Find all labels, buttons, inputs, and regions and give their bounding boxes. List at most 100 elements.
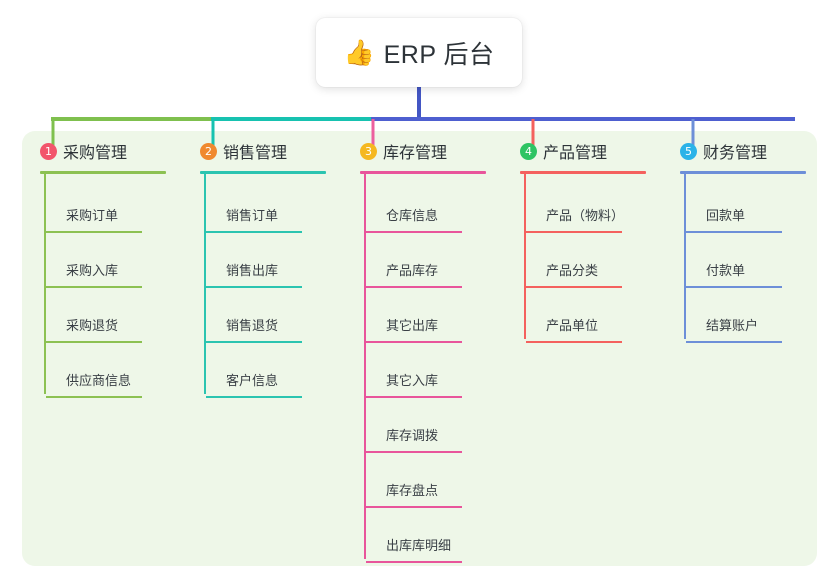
branch-item-label: 供应商信息 <box>66 373 132 388</box>
branch-item-label: 其它入库 <box>386 373 439 388</box>
branch-underline <box>680 171 806 174</box>
branch-item-list: 仓库信息产品库存其它出库其它入库库存调拨库存盘点出库库明细 <box>364 174 502 563</box>
branch-number-badge: 5 <box>680 142 697 160</box>
branch-title: 产品管理 <box>543 145 608 162</box>
root-node-card[interactable]: 👍 ERP 后台 <box>316 18 522 87</box>
branch-spine <box>684 174 686 339</box>
branch-item-underline <box>46 341 142 343</box>
branch-item-label: 产品（物料） <box>546 208 625 223</box>
branch-columns: 1 采购管理采购订单采购入库采购退货供应商信息 2 销售管理销售订单销售出库销售退货客… <box>22 131 817 566</box>
branch-item-underline <box>686 286 782 288</box>
branch-title: 销售管理 <box>223 145 288 162</box>
branch-item-label: 产品分类 <box>546 263 599 278</box>
branch-item-underline <box>686 341 782 343</box>
branch-item-underline <box>46 231 142 233</box>
branch-item-underline <box>366 341 462 343</box>
branch-item[interactable]: 销售订单 <box>204 178 342 233</box>
branch-item[interactable]: 其它入库 <box>364 343 502 398</box>
branch-spine <box>524 174 526 339</box>
branch-header[interactable]: 3 库存管理 <box>342 131 502 171</box>
branch-item-underline <box>46 286 142 288</box>
branch-title: 财务管理 <box>703 145 768 162</box>
branch-item-underline <box>206 341 302 343</box>
branch-item-list: 采购订单采购入库采购退货供应商信息 <box>44 174 182 398</box>
branch-item-label: 销售订单 <box>226 208 279 223</box>
branch-item-underline <box>206 286 302 288</box>
branch-header[interactable]: 1 采购管理 <box>22 131 182 171</box>
branch-item[interactable]: 付款单 <box>684 233 822 288</box>
branch-item[interactable]: 销售出库 <box>204 233 342 288</box>
thumbs-up-icon: 👍 <box>343 38 375 67</box>
branch-item-label: 客户信息 <box>226 373 279 388</box>
branch-item[interactable]: 供应商信息 <box>44 343 182 398</box>
branch-item-label: 销售出库 <box>226 263 279 278</box>
branch-item-underline <box>366 286 462 288</box>
branch-column: 5 财务管理回款单付款单结算账户 <box>662 131 822 343</box>
branch-item-label: 产品单位 <box>546 318 599 333</box>
branch-item-label: 销售退货 <box>226 318 279 333</box>
branch-item-underline <box>526 231 622 233</box>
branch-title: 库存管理 <box>383 145 448 162</box>
branch-underline <box>200 171 326 174</box>
branch-item-label: 仓库信息 <box>386 208 439 223</box>
branch-item[interactable]: 产品（物料） <box>524 178 662 233</box>
branch-item-label: 采购退货 <box>66 318 119 333</box>
branch-column: 4 产品管理产品（物料） 产品分类产品单位 <box>502 131 662 343</box>
branch-item[interactable]: 结算账户 <box>684 288 822 343</box>
branch-item[interactable]: 客户信息 <box>204 343 342 398</box>
branch-spine <box>204 174 206 394</box>
branch-item[interactable]: 回款单 <box>684 178 822 233</box>
branch-item-list: 产品（物料） 产品分类产品单位 <box>524 174 662 343</box>
branch-item-underline <box>366 396 462 398</box>
branch-header[interactable]: 4 产品管理 <box>502 131 662 171</box>
branch-item[interactable]: 销售退货 <box>204 288 342 343</box>
branch-item[interactable]: 库存调拨 <box>364 398 502 453</box>
branch-underline <box>360 171 486 174</box>
branch-number-badge: 2 <box>200 142 217 160</box>
branch-item-underline <box>206 231 302 233</box>
branch-column: 3 库存管理仓库信息产品库存其它出库其它入库库存调拨库存盘点出库库明细 <box>342 131 502 563</box>
branch-column: 1 采购管理采购订单采购入库采购退货供应商信息 <box>22 131 182 398</box>
branch-spine <box>44 174 46 394</box>
branch-item-label: 出库库明细 <box>386 538 452 553</box>
branch-item[interactable]: 产品单位 <box>524 288 662 343</box>
branch-item-underline <box>526 341 622 343</box>
branch-item[interactable]: 其它出库 <box>364 288 502 343</box>
branch-item-list: 回款单付款单结算账户 <box>684 174 822 343</box>
branch-item-underline <box>366 506 462 508</box>
branch-number-badge: 4 <box>520 142 537 160</box>
branch-header[interactable]: 5 财务管理 <box>662 131 822 171</box>
branch-item-label: 采购入库 <box>66 263 119 278</box>
branch-item-label: 库存调拨 <box>386 428 439 443</box>
branch-item[interactable]: 产品分类 <box>524 233 662 288</box>
branch-item-label: 产品库存 <box>386 263 439 278</box>
branch-title: 采购管理 <box>63 145 128 162</box>
branch-item-underline <box>686 231 782 233</box>
branch-item-underline <box>366 451 462 453</box>
branch-item-label: 结算账户 <box>706 318 759 333</box>
branch-item[interactable]: 仓库信息 <box>364 178 502 233</box>
branch-item[interactable]: 采购入库 <box>44 233 182 288</box>
root-node-title: ERP 后台 <box>383 40 495 69</box>
branch-item-underline <box>46 396 142 398</box>
branch-item-underline <box>366 561 462 563</box>
branch-item[interactable]: 采购订单 <box>44 178 182 233</box>
branch-item-underline <box>366 231 462 233</box>
branch-item-list: 销售订单销售出库销售退货客户信息 <box>204 174 342 398</box>
branch-number-badge: 3 <box>360 142 377 160</box>
branch-number-badge: 1 <box>40 142 57 160</box>
branch-header[interactable]: 2 销售管理 <box>182 131 342 171</box>
root-node-content: 👍 ERP 后台 <box>343 35 494 71</box>
branch-item-label: 采购订单 <box>66 208 119 223</box>
branch-item[interactable]: 出库库明细 <box>364 508 502 563</box>
branch-item-label: 付款单 <box>706 263 746 278</box>
branch-item[interactable]: 产品库存 <box>364 233 502 288</box>
branch-item-label: 回款单 <box>706 208 746 223</box>
branch-column: 2 销售管理销售订单销售出库销售退货客户信息 <box>182 131 342 398</box>
branch-underline <box>520 171 646 174</box>
branch-item[interactable]: 采购退货 <box>44 288 182 343</box>
branch-item-label: 其它出库 <box>386 318 439 333</box>
branch-item-label: 库存盘点 <box>386 483 439 498</box>
branch-item[interactable]: 库存盘点 <box>364 453 502 508</box>
